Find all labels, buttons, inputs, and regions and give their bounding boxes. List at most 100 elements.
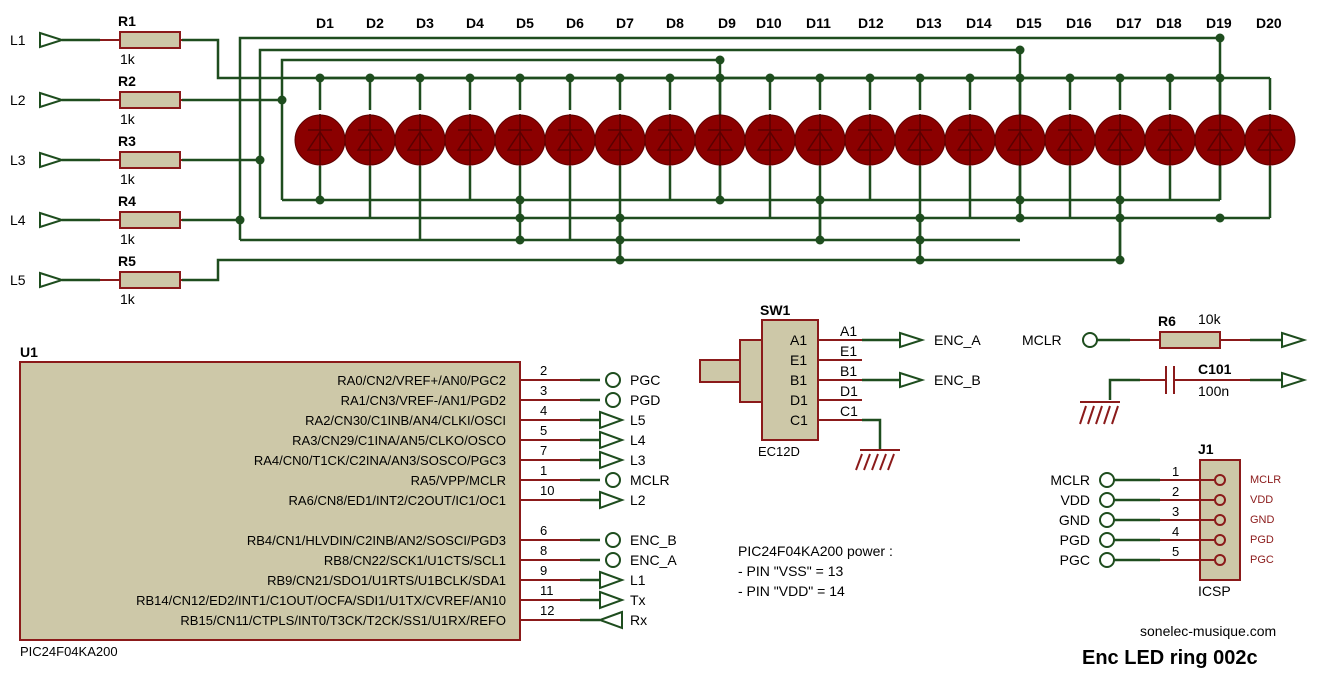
encoder-pin-label: D1 — [840, 383, 858, 399]
led-ref: D4 — [466, 15, 484, 31]
led-d3: D3 — [394, 15, 446, 166]
encoder-pin-label: C1 — [840, 403, 858, 419]
power-note-vdd: - PIN "VDD" = 14 — [738, 583, 845, 599]
input-label: L1 — [10, 32, 26, 48]
pin-icon — [1214, 534, 1226, 546]
encoder-pin-name: E1 — [790, 352, 807, 368]
icsp-net-label: VDD — [1060, 492, 1090, 508]
icsp-pin-label: PGD — [1250, 534, 1274, 546]
input-label: L5 — [10, 272, 26, 288]
led-d11: D11 — [794, 15, 846, 166]
led-ref: D6 — [566, 15, 584, 31]
icsp-pin-number: 4 — [1172, 524, 1179, 539]
resistor-body — [119, 31, 181, 49]
led-junctions — [235, 33, 1225, 265]
encoder-pin-name: D1 — [790, 392, 808, 408]
led-d4: D4 — [444, 15, 496, 166]
terminal-icon — [605, 552, 621, 568]
led-ref: D5 — [516, 15, 534, 31]
pin-name: RB9/CN21/SDO1/U1RTS/U1BCLK/SDA1 — [267, 573, 506, 588]
r6-value: 10k — [1198, 311, 1222, 327]
led-d16: D16 — [1044, 15, 1096, 166]
pin-number: 3 — [540, 383, 547, 398]
encoder-pin-label: E1 — [840, 343, 857, 359]
pin-number: 6 — [540, 523, 547, 538]
terminal-icon — [1099, 552, 1115, 568]
led-ref: D11 — [806, 15, 831, 31]
pin-number: 11 — [540, 583, 554, 598]
encoder-pin-name: C1 — [790, 412, 808, 428]
led-ref: D14 — [966, 15, 992, 31]
led-d7: D7 — [594, 15, 646, 166]
input-arrow-icon — [597, 610, 623, 630]
encoder-pin-name: A1 — [790, 332, 807, 348]
led-d9: D9 — [694, 15, 746, 166]
led-d1: D1 — [294, 15, 346, 166]
led-d20: D20 — [1244, 15, 1296, 166]
led-ref: D20 — [1256, 15, 1282, 31]
pin-name: RA4/CN0/T1CK/C2INA/AN3/SOSCO/PGC3 — [254, 453, 506, 468]
encoder-shaft — [699, 359, 741, 383]
icsp-ref: J1 — [1198, 441, 1214, 457]
pin-icon — [1214, 474, 1226, 486]
output-arrow-icon — [899, 371, 926, 389]
led-ref: D17 — [1116, 15, 1142, 31]
power-note-title: PIC24F04KA200 power : — [738, 543, 893, 559]
r6-body — [1159, 331, 1221, 349]
output-arrow-icon — [899, 331, 926, 349]
encoder-ref: SW1 — [760, 302, 791, 318]
input-arrow-icon — [39, 271, 66, 289]
pin-number: 1 — [540, 463, 547, 478]
pin-number: 12 — [540, 603, 554, 618]
icsp-pin-label: VDD — [1250, 494, 1273, 506]
led-d19: D19 — [1194, 15, 1246, 166]
resistor-ref: R4 — [118, 193, 136, 209]
input-label: L3 — [10, 152, 26, 168]
led-ref: D3 — [416, 15, 434, 31]
pin-name: RB4/CN1/HLVDIN/C2INB/AN2/SOSCI/PGD3 — [247, 533, 506, 548]
icsp-pin-label: MCLR — [1250, 474, 1281, 486]
ground-symbol — [855, 449, 900, 471]
icsp-net-label: PGC — [1060, 552, 1090, 568]
icsp-pin-label: PGC — [1250, 554, 1274, 566]
input-arrow-icon — [39, 151, 66, 169]
led-d15: D15 — [994, 15, 1046, 166]
resistor-value: 1k — [120, 171, 136, 187]
led-d8: D8 — [644, 15, 696, 166]
mcu-body — [19, 361, 521, 641]
output-arrow-icon — [599, 450, 625, 470]
net-label: ENC_A — [630, 552, 677, 568]
encoder-body — [761, 319, 819, 441]
resistor-ref: R2 — [118, 73, 136, 89]
icsp-pin-number: 3 — [1172, 504, 1179, 519]
pin-icon — [1214, 554, 1226, 566]
reset-net-label: MCLR — [1022, 332, 1062, 348]
pin-name: RB14/CN12/ED2/INT1/C1OUT/OCFA/SDI1/U1TX/… — [136, 593, 506, 608]
input-label: L2 — [10, 92, 26, 108]
terminal-icon — [1099, 532, 1115, 548]
led-d17: D17 — [1094, 15, 1146, 166]
encoder-output-label: ENC_A — [934, 332, 981, 348]
net-label: L2 — [630, 492, 646, 508]
pin-number: 10 — [540, 483, 554, 498]
c101-value: 100n — [1198, 383, 1229, 399]
pin-number: 5 — [540, 423, 547, 438]
icsp-net-label: GND — [1059, 512, 1090, 528]
icsp-j1: J1 ICSP MCLR1MCLRVDD2VDDGND3GNDPGD4PGDPG… — [1050, 441, 1281, 599]
input-arrow-icon — [39, 211, 66, 229]
encoder-pin-label: A1 — [840, 323, 857, 339]
resistor-ref: R5 — [118, 253, 136, 269]
net-label: PGD — [630, 392, 660, 408]
led-ref: D15 — [1016, 15, 1042, 31]
led-ref: D12 — [858, 15, 884, 31]
pin-name: RB15/CN11/CTPLS/INT0/T3CK/T2CK/SS1/U1RX/… — [180, 613, 506, 628]
